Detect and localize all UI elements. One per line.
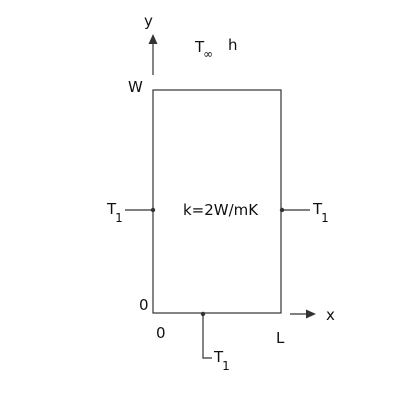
left-boundary: T1 <box>106 200 156 225</box>
ambient-temperature-label: T∞ <box>194 38 213 61</box>
bottom-t-subscript: 1 <box>222 359 230 373</box>
left-boundary-temperature-label: T1 <box>106 200 123 225</box>
ambient-conditions: T∞ h <box>194 36 238 61</box>
ambient-t-symbol: T <box>194 38 205 56</box>
x-axis-label: x <box>326 306 335 324</box>
y-axis-arrowhead <box>148 34 158 44</box>
bottom-t-symbol: T <box>213 348 224 366</box>
origin-y-label: 0 <box>139 296 149 314</box>
bottom-boundary-leader <box>202 314 212 359</box>
bottom-boundary-temperature-label: T1 <box>213 348 230 373</box>
heat-transfer-coefficient-label: h <box>228 36 238 54</box>
plate-rectangle <box>152 89 282 314</box>
bottom-boundary-point <box>200 311 206 317</box>
right-boundary: T1 <box>279 200 329 225</box>
left-t-symbol: T <box>106 200 117 218</box>
plate-length-label: L <box>276 329 285 347</box>
x-axis: x <box>290 306 335 324</box>
right-t-symbol: T <box>312 200 323 218</box>
y-axis: y <box>144 12 158 75</box>
x-axis-arrowhead <box>306 309 316 319</box>
left-t-subscript: 1 <box>115 211 123 225</box>
y-axis-label: y <box>144 12 153 30</box>
bottom-boundary: T1 <box>200 311 230 373</box>
ambient-t-subscript: ∞ <box>203 47 213 61</box>
plate-width-label: W <box>128 78 143 96</box>
origin-x-label: 0 <box>156 324 166 342</box>
conductivity-label: k=2W/mK <box>183 201 259 219</box>
left-boundary-point <box>150 207 156 213</box>
right-boundary-point <box>279 207 285 213</box>
right-t-subscript: 1 <box>321 211 329 225</box>
right-boundary-temperature-label: T1 <box>312 200 329 225</box>
